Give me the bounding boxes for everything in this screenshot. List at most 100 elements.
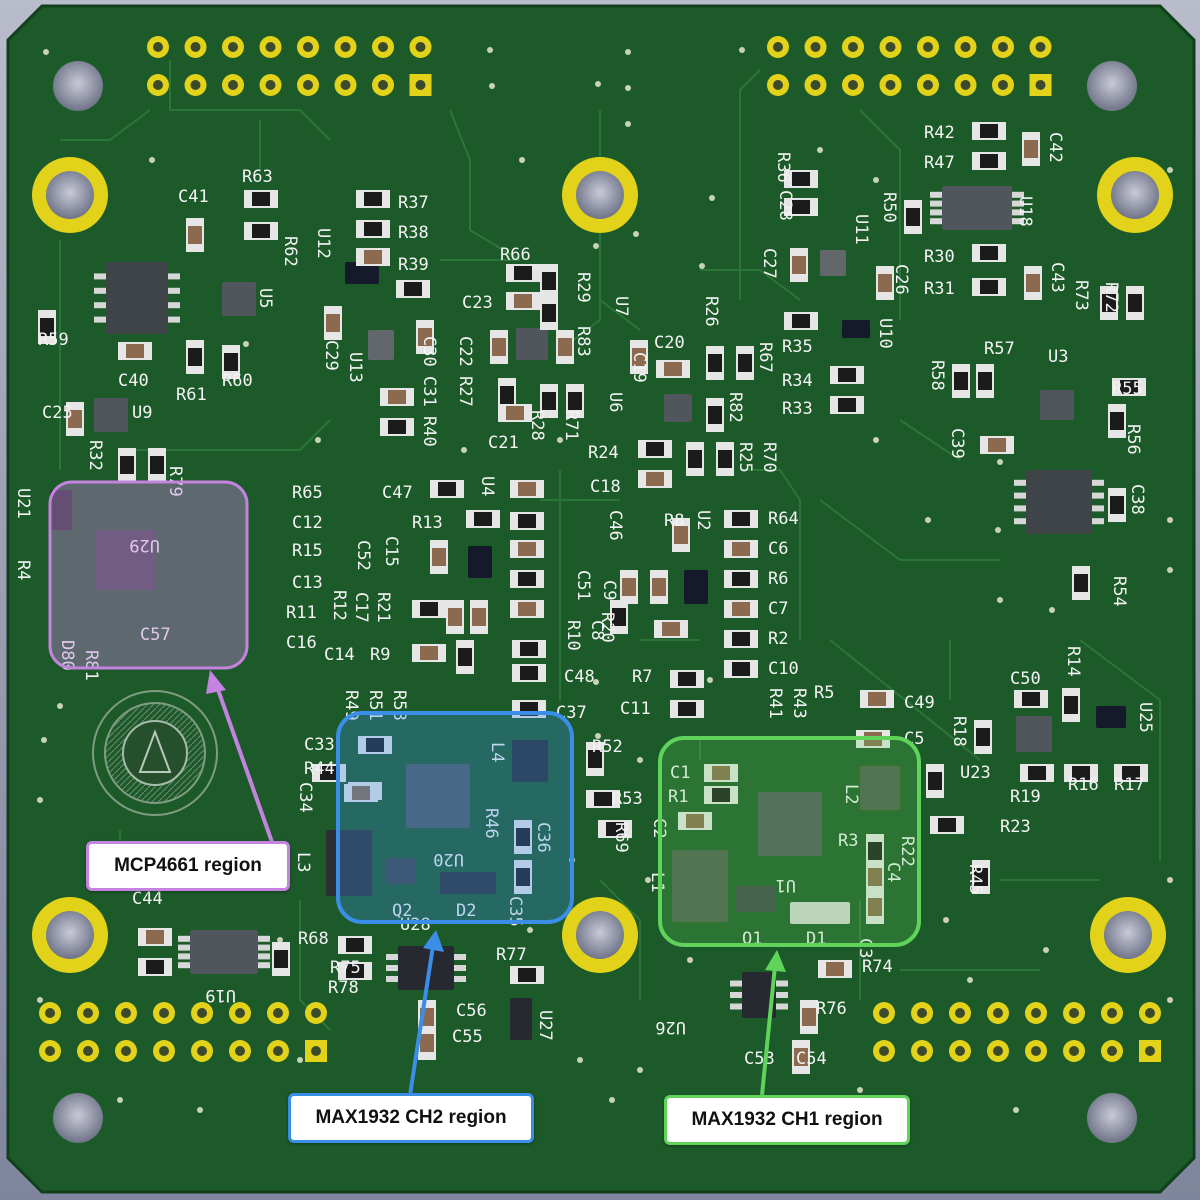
standoff-hole (576, 171, 624, 219)
smd-passive-body (188, 348, 202, 366)
transistor-q2 (386, 858, 416, 884)
ic-chip (842, 320, 870, 338)
silkscreen-designator: R39 (398, 255, 429, 275)
smd-passive-body (674, 526, 688, 544)
silkscreen-designator: R56 (1123, 424, 1143, 455)
ic-pin (730, 980, 742, 987)
max1932-ch2-region-box (336, 711, 574, 924)
via (41, 737, 47, 743)
smd-passive-body (980, 154, 998, 168)
header-pin-hole (1069, 1008, 1079, 1018)
smd-passive-body (404, 282, 422, 296)
silkscreen-designator: R15 (292, 541, 323, 561)
smd-passive-body (40, 318, 54, 336)
ic-chip-max1932-u1 (758, 792, 822, 856)
silkscreen-designator: R63 (242, 167, 273, 187)
ic-pin (1014, 518, 1026, 525)
smd-passive-body (1026, 274, 1040, 292)
smd-passive-body (686, 814, 704, 828)
inductor-l1 (672, 850, 728, 922)
header-pin-hole (923, 80, 933, 90)
silkscreen-designator: C42 (1045, 132, 1065, 163)
copper-trace (859, 109, 901, 320)
ic-chip (1040, 390, 1074, 420)
silkscreen-designator: R70 (759, 442, 779, 473)
smd-passive-body (1120, 380, 1138, 394)
transistor-q1 (736, 886, 776, 912)
header-pin-hole (159, 1008, 169, 1018)
header-pin-hole (303, 80, 313, 90)
via (1013, 1107, 1019, 1113)
via (595, 81, 601, 87)
silkscreen-designator: D2 (456, 901, 476, 921)
smd-passive-body (500, 386, 514, 404)
via (995, 527, 1001, 533)
silkscreen-designator: R68 (298, 929, 329, 949)
smd-passive-body (518, 602, 536, 616)
standoff-hole (576, 911, 624, 959)
silkscreen-designator: R13 (412, 513, 443, 533)
silkscreen-designator: R47 (924, 153, 955, 173)
via (997, 459, 1003, 465)
copper-trace (169, 60, 331, 141)
smd-passive-body (868, 842, 882, 860)
ic-chip-u21 (50, 490, 72, 530)
header-pin-hole (159, 1046, 169, 1056)
header-pin-hole (228, 42, 238, 52)
smd-passive-body (516, 868, 530, 886)
smd-passive-body (588, 750, 602, 768)
silkscreen-designator: U21 (13, 488, 33, 519)
header-pin-hole (923, 42, 933, 52)
silkscreen-designator: C25 (42, 403, 73, 423)
silkscreen-designator: C19 (629, 352, 649, 383)
ic-pin (1092, 518, 1104, 525)
silkscreen-designator: U1 (776, 875, 796, 895)
header-pin-hole (311, 1046, 321, 1056)
silkscreen-designator: D80 (57, 640, 77, 671)
ic-pin (168, 302, 180, 309)
ic-chip-u28 (398, 946, 454, 990)
silkscreen-designator: U13 (345, 352, 365, 383)
header-pin-hole (810, 80, 821, 90)
smd-passive-body (224, 353, 238, 371)
header-pin-hole (83, 1008, 93, 1018)
silkscreen-designator: R74 (862, 957, 893, 977)
silkscreen-designator: R36 (773, 152, 793, 183)
silkscreen-designator: R38 (398, 223, 429, 243)
smd-passive-body (906, 208, 920, 226)
smd-passive-body (506, 406, 524, 420)
silkscreen-designator: U12 (313, 228, 333, 259)
copper-trace (739, 69, 761, 300)
ic-pin (258, 962, 270, 969)
header-pin-hole (45, 1046, 55, 1056)
via (709, 195, 715, 201)
silkscreen-designator: C34 (295, 782, 315, 813)
standoff-hole (1111, 171, 1159, 219)
silkscreen-designator: L2 (841, 784, 861, 804)
header-pin-hole (265, 42, 276, 52)
header-pin-hole (121, 1008, 131, 1018)
header-pin-hole (415, 80, 426, 90)
smd-passive-body (594, 792, 612, 806)
smd-passive-body (326, 314, 340, 332)
smd-passive-body (712, 766, 730, 780)
smd-passive-body (346, 938, 364, 952)
via (149, 157, 155, 163)
silkscreen-designator: C17 (351, 592, 371, 623)
silkscreen-designator: R59 (38, 330, 69, 350)
smd-passive-body (678, 672, 696, 686)
ic-pin (258, 935, 270, 942)
silkscreen-designator: U29 (129, 535, 160, 555)
silkscreen-designator: C56 (456, 1001, 487, 1021)
smd-passive-body (448, 608, 462, 626)
ic-chip (664, 394, 692, 422)
smd-passive-body (612, 608, 626, 626)
ic-pin (94, 273, 106, 280)
smd-passive-body (388, 390, 406, 404)
smd-passive-body (738, 354, 752, 372)
silkscreen-designator: R5 (814, 683, 834, 703)
silkscreen-designator: C33 (304, 735, 335, 755)
via (625, 85, 631, 91)
smd-passive-body (708, 406, 722, 424)
university-seal-logo (92, 690, 218, 816)
